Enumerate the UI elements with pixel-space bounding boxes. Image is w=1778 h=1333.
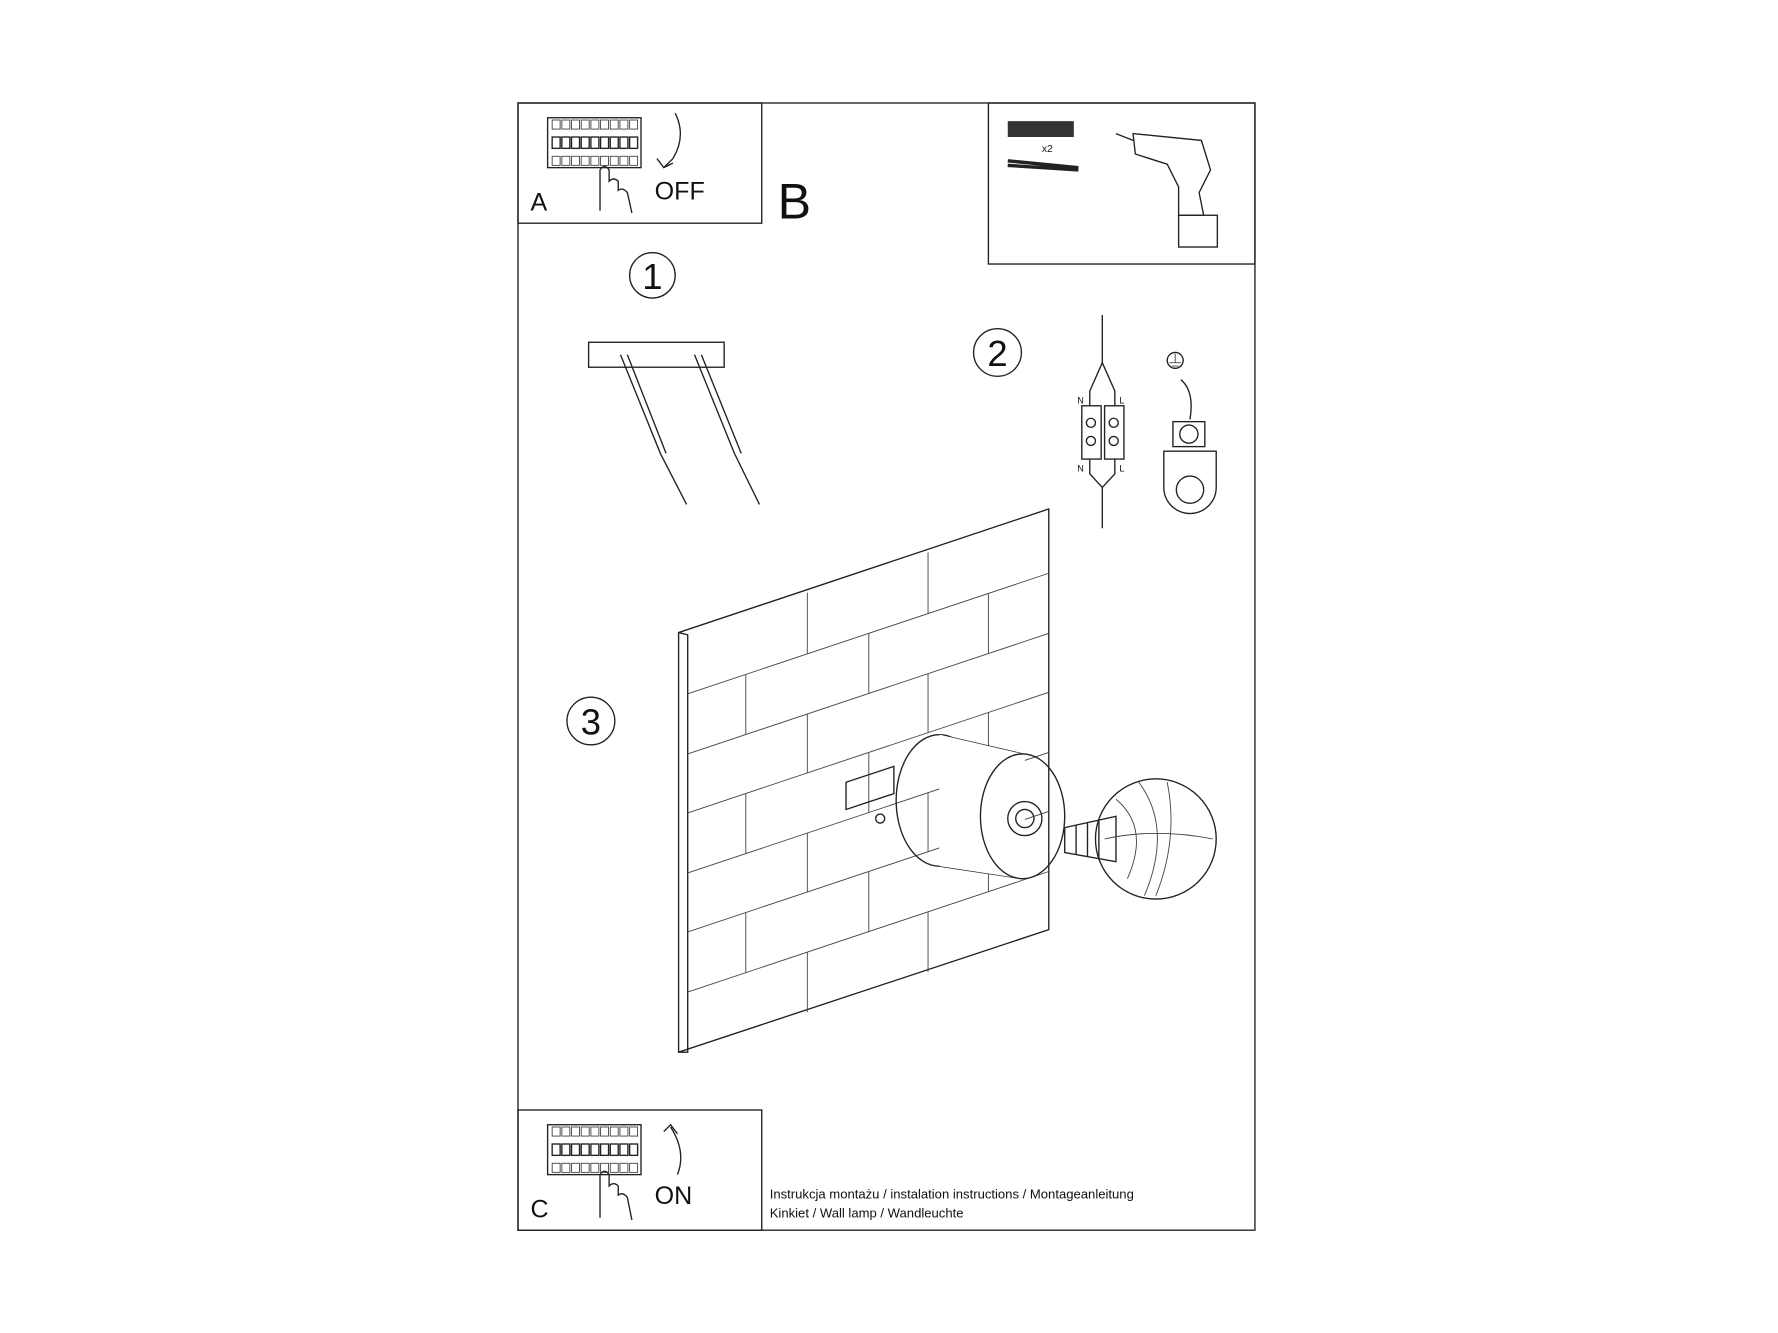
panel-a-label: A bbox=[531, 189, 548, 217]
lamp-shade bbox=[979, 753, 1066, 880]
panel-b-label: B bbox=[778, 174, 811, 230]
quantity-label: x2 bbox=[1042, 144, 1053, 155]
screw-plug-pair bbox=[619, 354, 761, 505]
panel-c-action: ON bbox=[655, 1182, 693, 1210]
panel-a-power-off: A OFF bbox=[517, 102, 763, 224]
breaker-box-icon bbox=[546, 1124, 642, 1176]
ground-icon bbox=[1166, 351, 1184, 370]
step-3-number: 3 bbox=[581, 702, 601, 743]
live-label-top: L bbox=[1119, 396, 1124, 406]
hand-icon bbox=[599, 165, 633, 214]
step-2: 2 N L N L bbox=[972, 315, 1217, 529]
ground-terminal bbox=[1163, 351, 1217, 515]
brick-course-line bbox=[687, 691, 1049, 814]
screw-icon bbox=[874, 813, 886, 824]
caption-line-1: Instrukcja montażu / instalation instruc… bbox=[770, 1186, 1134, 1201]
panel-a-action: OFF bbox=[655, 177, 705, 205]
mounting-bracket bbox=[587, 341, 725, 368]
globe-bulb bbox=[1094, 778, 1217, 900]
wall-plug-icon bbox=[1007, 121, 1074, 138]
drill-icon bbox=[1115, 132, 1219, 248]
brick-course-line bbox=[687, 632, 1049, 755]
step-2-number: 2 bbox=[987, 333, 1007, 374]
lamp-bracket bbox=[845, 765, 895, 811]
sheet-frame bbox=[517, 102, 1256, 1231]
brick-course-line bbox=[687, 572, 1049, 695]
step-1-number: 1 bbox=[642, 256, 662, 297]
step-1: 1 bbox=[587, 252, 761, 505]
screw-icon bbox=[1007, 159, 1079, 172]
brick-course-line bbox=[687, 871, 1049, 993]
panel-c-label: C bbox=[531, 1196, 549, 1224]
tools-panel: x2 bbox=[987, 102, 1256, 265]
bulb-socket-thread bbox=[1064, 815, 1117, 863]
brick-wall bbox=[677, 508, 1050, 1054]
breaker-box-icon bbox=[546, 117, 642, 169]
arrow-up-icon bbox=[663, 1123, 682, 1175]
hand-icon bbox=[599, 1170, 633, 1221]
neutral-label-top: N bbox=[1077, 396, 1084, 406]
live-label-bottom: L bbox=[1119, 464, 1124, 474]
panel-c-power-on: C ON bbox=[517, 1109, 763, 1231]
terminal-block: N L N L bbox=[1077, 315, 1125, 529]
step-3: 3 bbox=[566, 508, 1217, 1054]
wall-lamp bbox=[845, 733, 1217, 900]
arrow-down-icon bbox=[656, 112, 681, 169]
caption-line-2: Kinkiet / Wall lamp / Wandleuchte bbox=[770, 1206, 964, 1221]
neutral-label-bottom: N bbox=[1077, 464, 1084, 474]
